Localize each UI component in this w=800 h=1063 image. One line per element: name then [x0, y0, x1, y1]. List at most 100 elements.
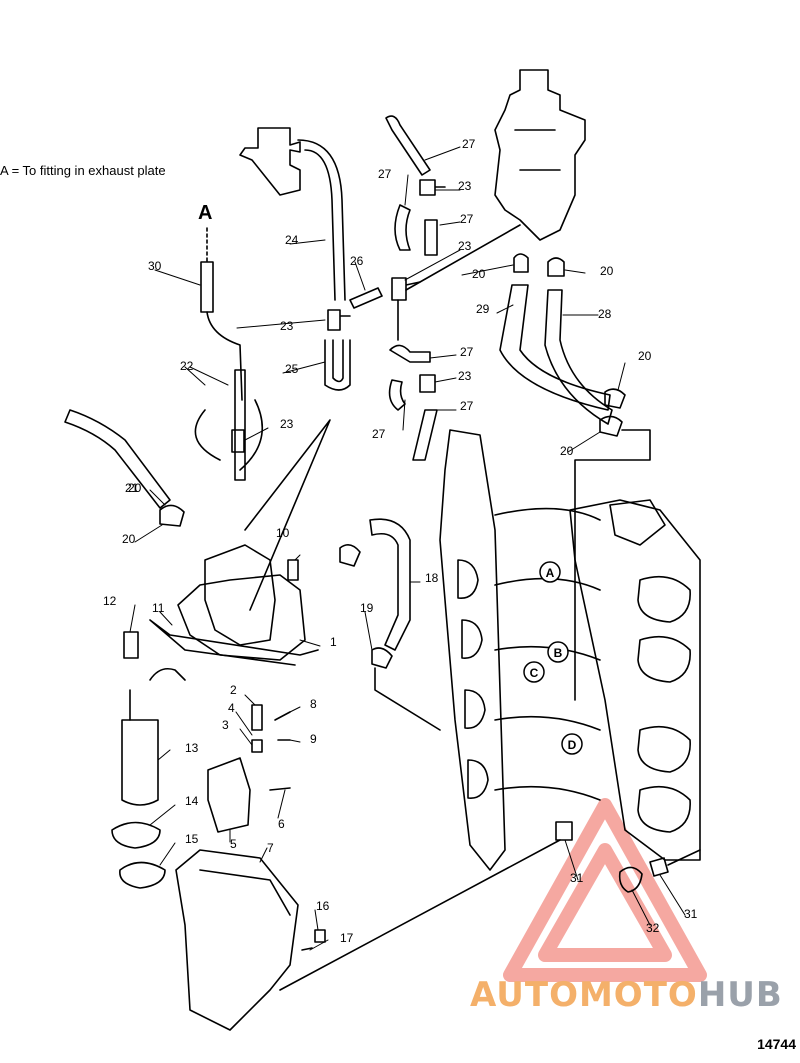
float-5: [207, 757, 251, 833]
callout-31: 31: [684, 907, 698, 921]
fitting-23-left: [231, 429, 245, 453]
callout-2: 2: [230, 683, 237, 697]
pressure-regulator: [239, 127, 301, 196]
callout-8: 8: [310, 697, 317, 711]
port-marker-c: C: [530, 666, 539, 680]
gasket-plate: [439, 429, 506, 871]
fitting-31-right: [649, 849, 701, 877]
hose-24: [297, 139, 346, 301]
tee-23-center: [391, 277, 421, 301]
gasket-ports: [457, 559, 489, 799]
float-bowl-7: [175, 849, 299, 1031]
gasket-11: [149, 619, 319, 666]
watermark-text-2: HUB: [697, 975, 783, 1015]
port-marker-a: A: [546, 566, 555, 580]
callout-28: 28: [598, 307, 612, 321]
callout-20: 20: [638, 349, 652, 363]
connector-tag-a: A: [198, 202, 213, 224]
clamp-20-d: [599, 415, 623, 437]
watermark-logo: AUTOMOTOHUB: [470, 975, 783, 1015]
screw-10: [287, 559, 299, 581]
intake-manifold: [569, 499, 701, 861]
hose-27-lower: [388, 344, 431, 411]
callout-23: 23: [458, 179, 472, 193]
hose-26: [349, 287, 383, 309]
hose-22: [194, 369, 263, 481]
port-marker-circle-a: [539, 561, 561, 583]
callout-18: 18: [425, 571, 439, 585]
callout-13: 13: [185, 741, 199, 755]
port-marker-circle-c: [523, 661, 545, 683]
callout-27: 27: [460, 212, 474, 226]
callout-23: 23: [458, 239, 472, 253]
callout-20: 20: [560, 444, 574, 458]
watermark-triangle: [503, 798, 707, 982]
vapor-separator-cover: [177, 574, 306, 661]
callout-27: 27: [462, 137, 476, 151]
callout-22: 22: [180, 359, 194, 373]
valve-parts-2-4: [251, 704, 263, 753]
callout-31: 31: [570, 871, 584, 885]
figure-number: 14744: [757, 1036, 796, 1052]
hose-27-mid: [394, 204, 438, 256]
callout-20: 20: [128, 481, 142, 495]
callout-30: 30: [148, 259, 162, 273]
callout-9: 9: [310, 732, 317, 746]
fuel-pump-13: [121, 719, 159, 806]
callout-21: 21: [125, 481, 139, 495]
hose-18: [369, 518, 411, 651]
clamp-20-a: [513, 253, 529, 273]
port-marker-circle-d: [561, 733, 583, 755]
callout-3: 3: [222, 718, 229, 732]
callout-5: 5: [230, 837, 237, 851]
manifold-ports: [637, 575, 691, 833]
leader-19: [374, 667, 441, 731]
hose-27-bottom: [412, 409, 438, 461]
callout-25: 25: [285, 362, 299, 376]
filter-14: [111, 821, 161, 849]
callout-7: 7: [267, 841, 274, 855]
callout-20: 20: [472, 267, 486, 281]
screw-9-8: [274, 711, 291, 741]
port-marker-circle-b: [547, 641, 569, 663]
clamp-20-c: [604, 388, 626, 409]
clamp-20-b: [547, 257, 565, 277]
callout-24: 24: [285, 233, 299, 247]
hose-29: [499, 284, 611, 411]
clamp-20-left: [159, 504, 185, 527]
callout-15: 15: [185, 832, 199, 846]
line-to-manifold: [397, 224, 521, 341]
callout-20: 20: [600, 264, 614, 278]
sensor-block: [609, 499, 666, 546]
callout-23: 23: [458, 369, 472, 383]
callout-20: 20: [122, 532, 136, 546]
callout-4: 4: [228, 701, 235, 715]
watermark-text-1: AUTOMOTO: [470, 975, 698, 1015]
legend-note: A = To fitting in exhaust plate: [0, 163, 166, 178]
clamp-19: [339, 544, 393, 669]
leaders: [129, 146, 686, 951]
port-marker-b: B: [554, 646, 563, 660]
hose-30: [200, 261, 214, 313]
fuel-pump-top: [204, 544, 276, 646]
callout-23: 23: [280, 417, 294, 431]
fitting-32: [618, 866, 643, 893]
callout-17: 17: [340, 931, 354, 945]
callout-27: 27: [460, 345, 474, 359]
callout-12: 12: [103, 594, 117, 608]
callout-27: 27: [372, 427, 386, 441]
callout-11: 11: [152, 601, 165, 615]
hose-line-30: [206, 311, 243, 401]
tee-23-lower: [419, 374, 436, 393]
callout-6: 6: [278, 817, 285, 831]
tee-23-upper: [419, 179, 446, 196]
tee-23-lower-left: [327, 309, 351, 331]
drain-screw-16-17: [301, 929, 326, 951]
leader-to-drain: [279, 839, 561, 991]
hose-27-upper: [385, 115, 431, 176]
pump-wires: [129, 667, 186, 721]
